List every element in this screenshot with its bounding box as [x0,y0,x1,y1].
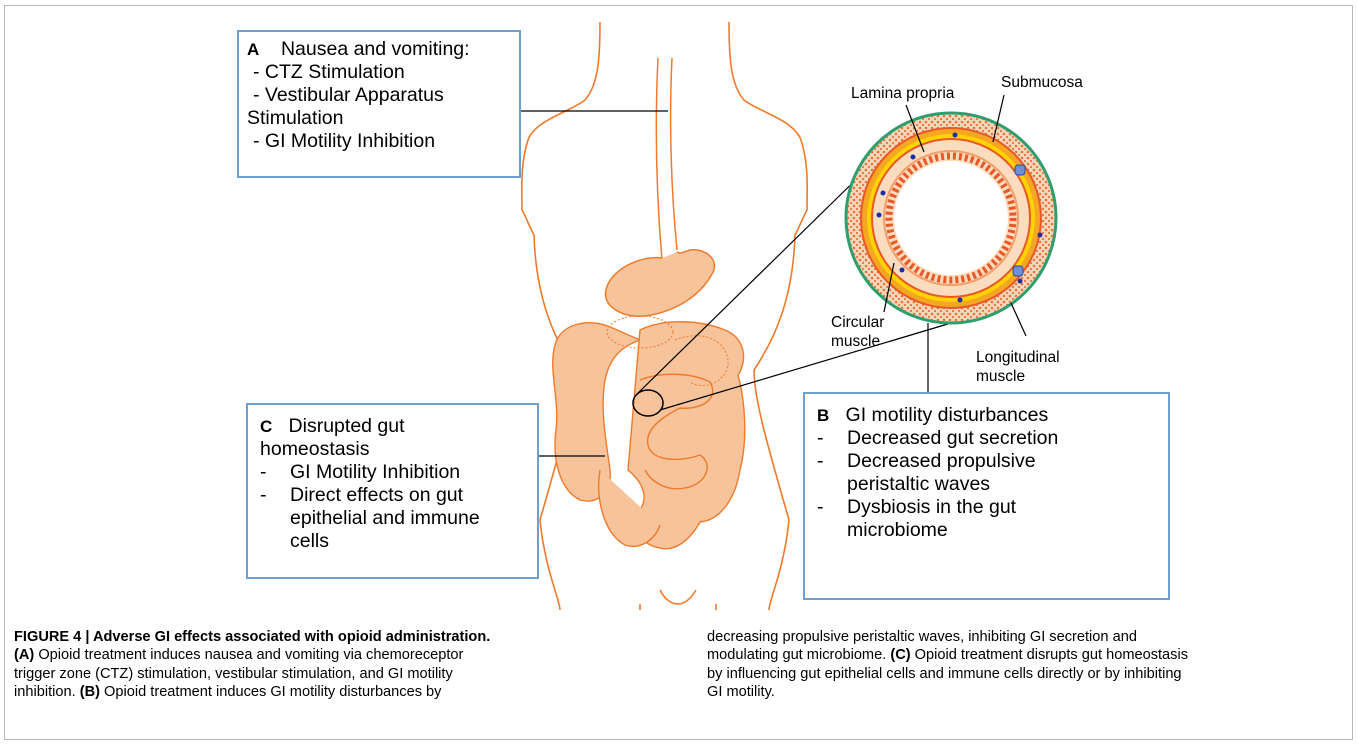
dash: - [817,427,847,450]
caption-text: Opioid treatment induces nausea and vomi… [34,647,463,663]
box-a-item: - CTZ Stimulation [247,61,511,84]
dash: - [260,484,290,507]
caption-label: FIGURE 4 | Adverse GI effects associated… [14,629,490,645]
dash [817,519,847,542]
box-c-item: cells [290,530,329,553]
box-c-homeostasis: C Disrupted gut homeostasis -GI Motility… [246,403,539,579]
caption-text: decreasing propulsive peristaltic waves,… [707,628,1358,646]
box-a-title: Nausea and vomiting: [281,38,470,60]
box-b-item: peristaltic waves [847,473,990,496]
dash [260,530,290,553]
submucosa-label: Submucosa [1001,73,1083,92]
longitudinal-muscle-label-2: muscle [976,367,1025,386]
figure: Lamina propria Submucosa Circular muscle… [0,0,1358,610]
caption-text: GI motility. [707,683,1358,701]
dash [817,473,847,496]
caption-ref-b: (B) [80,684,100,700]
box-a-nausea: A Nausea and vomiting: - CTZ Stimulation… [237,30,521,178]
box-c-item: Direct effects on gut [290,484,463,507]
caption-column-1: FIGURE 4 | Adverse GI effects associated… [14,628,670,702]
caption-text: Opioid treatment induces GI motility dis… [100,684,442,700]
box-b-item: Decreased gut secretion [847,427,1058,450]
caption-text: Opioid treatment disrupts gut homeostasi… [911,647,1188,663]
dash: - [817,450,847,473]
longitudinal-muscle-label-1: Longitudinal [976,348,1060,367]
circular-muscle-label-2: muscle [831,332,880,351]
box-a-item: - GI Motility Inhibition [247,130,511,153]
caption-column-2: decreasing propulsive peristaltic waves,… [707,628,1358,702]
dash: - [817,496,847,519]
box-c-title-2: homeostasis [260,438,525,461]
intestines [553,322,745,549]
box-b-letter: B [817,406,829,425]
box-a-item: Stimulation [247,107,511,130]
lamina-propria-label: Lamina propria [851,84,954,103]
box-b-motility: B GI motility disturbances -Decreased gu… [803,392,1170,600]
box-c-item: GI Motility Inhibition [290,461,460,484]
caption-ref-a: (A) [14,647,34,663]
circular-muscle-label-1: Circular [831,313,884,332]
box-a-letter: A [247,40,259,59]
caption-text: by influencing gut epithelial cells and … [707,665,1358,683]
box-a-item: - Vestibular Apparatus [247,84,511,107]
box-b-title: GI motility disturbances [846,404,1049,426]
caption-text: trigger zone (CTZ) stimulation, vestibul… [14,665,670,683]
gut-cross-section [846,113,1056,323]
dash [260,507,290,530]
esophagus-stomach [605,58,714,316]
box-c-title-1: Disrupted gut [289,415,405,437]
box-b-item: microbiome [847,519,948,542]
caption-text: inhibition. [14,684,80,700]
caption-ref-c: (C) [890,647,910,663]
box-c-item: epithelial and immune [290,507,480,530]
dash: - [260,461,290,484]
box-b-item: Decreased propulsive [847,450,1036,473]
caption-text: modulating gut microbiome. [707,647,890,663]
box-c-letter: C [260,417,272,436]
box-b-item: Dysbiosis in the gut [847,496,1016,519]
